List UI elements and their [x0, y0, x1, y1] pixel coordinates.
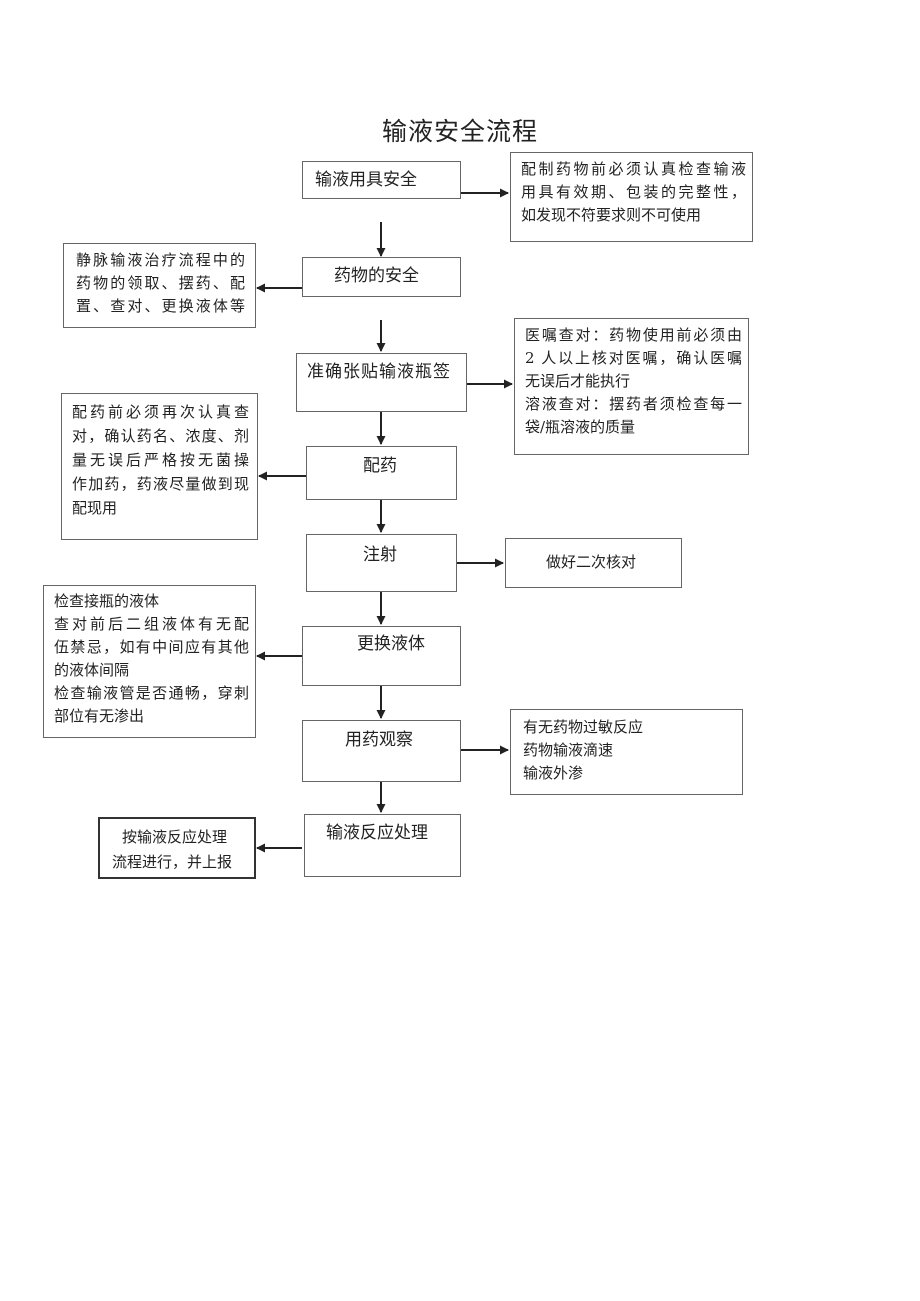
note-label-line: 溶液查对：摆药者须检查每一 [525, 395, 742, 413]
note-label: 医嘱查对：药物使用前必须由 2 人以上核对医嘱，确认医嘱 无误后才能执行 溶液查… [514, 318, 749, 455]
step-change-fluid: 更换液体 [302, 626, 461, 686]
note-change-fluid-line: 查对前后二组液体有无配 [54, 615, 249, 633]
note-change-fluid-line: 部位有无渗出 [54, 707, 145, 725]
note-change-fluid-line: 伍禁忌，如有中间应有其他 [54, 638, 249, 656]
note-label-line: 2 人以上核对医嘱，确认医嘱 [525, 349, 742, 367]
note-reaction: 按输液反应处理 流程进行，并上报 [98, 817, 256, 879]
step-drug-safety: 药物的安全 [302, 257, 461, 297]
note-reaction-line: 流程进行，并上报 [112, 853, 233, 871]
note-observe: 有无药物过敏反应 药物输液滴速 输液外渗 [510, 709, 743, 795]
note-dispense: 配药前必须再次认真查 对，确认药名、浓度、剂 量无误后严格按无菌操 作加药，药液… [61, 393, 258, 540]
note-dispense-line: 配现用 [72, 499, 118, 517]
step-drug-safety-label: 药物的安全 [334, 266, 419, 286]
step-change-fluid-label: 更换液体 [357, 634, 425, 654]
step-inject-label: 注射 [363, 545, 397, 565]
page-title: 输液安全流程 [381, 117, 538, 146]
note-label-line: 袋/瓶溶液的质量 [525, 418, 636, 436]
note-observe-line: 输液外渗 [523, 764, 584, 782]
note-inject-text: 做好二次核对 [546, 553, 637, 571]
step-reaction: 输液反应处理 [304, 814, 461, 877]
step-equipment-safety-label: 输液用具安全 [315, 170, 417, 190]
note-equipment-line: 如发现不符要求则不可使用 [521, 206, 702, 224]
note-inject: 做好二次核对 [505, 538, 682, 588]
note-equipment: 配制药物前必须认真检查输液 用具有效期、包装的完整性， 如发现不符要求则不可使用 [510, 152, 753, 242]
note-dispense-line: 作加药，药液尽量做到现 [72, 475, 249, 493]
step-dispense-label: 配药 [363, 456, 397, 476]
step-observe-label: 用药观察 [345, 730, 413, 750]
note-drug-safety: 静脉输液治疗流程中的 药物的领取、摆药、配 置、查对、更换液体等 [63, 243, 256, 328]
note-dispense-line: 配药前必须再次认真查 [72, 403, 249, 421]
note-observe-line: 有无药物过敏反应 [523, 718, 644, 736]
step-label-bottle-label: 准确张贴输液瓶签 [307, 362, 451, 382]
note-reaction-line: 按输液反应处理 [122, 828, 228, 846]
note-change-fluid-line: 的液体间隔 [54, 661, 130, 679]
note-label-line: 医嘱查对：药物使用前必须由 [525, 326, 742, 344]
note-drug-safety-line: 静脉输液治疗流程中的 [76, 251, 245, 269]
note-dispense-line: 对，确认药名、浓度、剂 [72, 427, 249, 445]
note-change-fluid-line: 检查输液管是否通畅，穿刺 [54, 684, 249, 702]
step-equipment-safety: 输液用具安全 [302, 161, 461, 199]
step-label-bottle: 准确张贴输液瓶签 [296, 353, 467, 412]
note-drug-safety-line: 药物的领取、摆药、配 [76, 274, 245, 292]
note-equipment-line: 用具有效期、包装的完整性， [521, 183, 746, 201]
note-label-line: 无误后才能执行 [525, 372, 631, 390]
note-change-fluid: 检查接瓶的液体 查对前后二组液体有无配 伍禁忌，如有中间应有其他 的液体间隔 检… [43, 585, 256, 738]
note-dispense-line: 量无误后严格按无菌操 [72, 451, 249, 469]
note-observe-line: 药物输液滴速 [523, 741, 614, 759]
step-inject: 注射 [306, 534, 457, 592]
step-observe: 用药观察 [302, 720, 461, 782]
step-reaction-label: 输液反应处理 [326, 823, 428, 843]
step-dispense: 配药 [306, 446, 457, 500]
note-equipment-line: 配制药物前必须认真检查输液 [521, 160, 746, 178]
note-change-fluid-line: 检查接瓶的液体 [54, 592, 160, 610]
note-drug-safety-line: 置、查对、更换液体等 [76, 297, 245, 315]
